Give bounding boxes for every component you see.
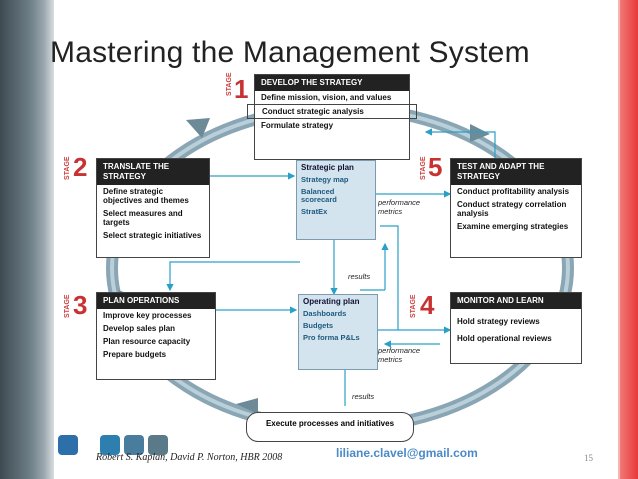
operating-plan-title: Operating plan bbox=[303, 297, 360, 306]
page-number: 15 bbox=[584, 453, 593, 463]
performance-metrics-label: performance metrics bbox=[378, 346, 421, 364]
slide-title: Mastering the Management System bbox=[50, 36, 530, 69]
stage-3-label: STAGE bbox=[64, 294, 71, 318]
results-label: results bbox=[352, 392, 375, 401]
performance-metrics-label: performance metrics bbox=[378, 198, 421, 216]
strategic-plan-title: Strategic plan bbox=[301, 163, 354, 172]
citation: Robert S. Kaplan, David P. Norton, HBR 2… bbox=[96, 452, 283, 463]
linkedin-icon[interactable] bbox=[58, 435, 78, 455]
stage-3-title: PLAN OPERATIONS bbox=[97, 293, 215, 309]
stage-3-item: Develop sales plan bbox=[103, 324, 176, 333]
stage-1-item: Conduct strategic analysis bbox=[247, 104, 417, 119]
stage-4-item: Hold strategy reviews bbox=[457, 317, 540, 326]
stage-4-title: MONITOR AND LEARN bbox=[451, 293, 581, 309]
stage-4-number: 4 bbox=[420, 290, 435, 320]
stage-2-box: TRANSLATE THE STRATEGY Define strategic … bbox=[96, 158, 210, 258]
stage-5-item: Conduct strategy correlation analysis bbox=[457, 200, 567, 218]
stage-3-item: Prepare budgets bbox=[103, 350, 167, 359]
right-decor-line bbox=[618, 0, 620, 479]
operating-plan-box: Operating plan Dashboards Budgets Pro fo… bbox=[298, 294, 378, 370]
stage-3-item: Improve key processes bbox=[103, 311, 192, 320]
stage-1-title: DEVELOP THE STRATEGY bbox=[255, 75, 409, 91]
stage-5-title: TEST AND ADAPT THE STRATEGY bbox=[451, 159, 581, 185]
stage-1-box: DEVELOP THE STRATEGY Define mission, vis… bbox=[247, 74, 417, 160]
stage-3-number: 3 bbox=[73, 290, 88, 320]
stage-1-label: STAGE bbox=[226, 72, 233, 96]
stage-2-item: Select strategic initiatives bbox=[103, 231, 202, 240]
share-icon[interactable] bbox=[148, 435, 168, 455]
left-decor-gradient bbox=[44, 0, 54, 479]
stage-2-number: 2 bbox=[73, 152, 88, 182]
stage-5-box: TEST AND ADAPT THE STRATEGY Conduct prof… bbox=[450, 158, 582, 258]
stage-2-title: TRANSLATE THE STRATEGY bbox=[97, 159, 209, 185]
stage-5-number: 5 bbox=[428, 152, 443, 182]
stage-1-number: 1 bbox=[234, 74, 249, 104]
right-decor-bar bbox=[620, 0, 638, 479]
stage-1-item: Define mission, vision, and values bbox=[261, 93, 392, 102]
email-link[interactable]: liliane.clavel@gmail.com bbox=[336, 446, 478, 460]
stage-1-item: Formulate strategy bbox=[261, 121, 334, 130]
execute-box: Execute processes and initiatives bbox=[246, 412, 414, 442]
operating-plan-item: Dashboards bbox=[303, 309, 347, 318]
stage-5-label: STAGE bbox=[420, 156, 427, 180]
stage-5-item: Examine emerging strategies bbox=[457, 222, 569, 231]
operating-plan-item: Budgets bbox=[303, 321, 333, 330]
stage-2-item: Define strategic objectives and themes bbox=[103, 187, 189, 205]
stage-2-label: STAGE bbox=[64, 156, 71, 180]
strategic-plan-item: Strategy map bbox=[301, 175, 349, 184]
stage-4-label: STAGE bbox=[410, 294, 417, 318]
stage-5-item: Conduct profitability analysis bbox=[457, 187, 570, 196]
stage-3-item: Plan resource capacity bbox=[103, 337, 191, 346]
facebook-icon[interactable] bbox=[124, 435, 144, 455]
left-decor-bar bbox=[0, 0, 44, 479]
stage-3-box: PLAN OPERATIONS Improve key processes De… bbox=[96, 292, 216, 380]
stage-4-item: Hold operational reviews bbox=[457, 334, 552, 343]
stage-4-box: MONITOR AND LEARN Hold strategy reviews … bbox=[450, 292, 582, 364]
results-label: results bbox=[348, 272, 371, 281]
strategic-plan-item: StratEx bbox=[301, 207, 328, 216]
stage-2-item: Select measures and targets bbox=[103, 209, 183, 227]
strategic-plan-item: Balanced scorecard bbox=[301, 187, 337, 204]
twitter-icon[interactable] bbox=[100, 435, 120, 455]
strategic-plan-box: Strategic plan Strategy map Balanced sco… bbox=[296, 160, 376, 240]
operating-plan-item: Pro forma P&Ls bbox=[303, 333, 360, 342]
